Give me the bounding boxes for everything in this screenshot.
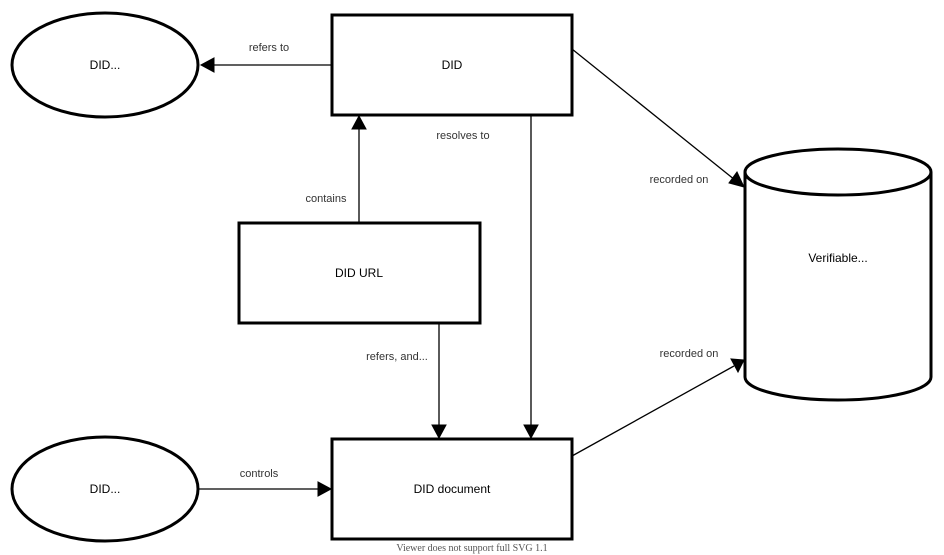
edge-label-recorded-on-did: recorded on [650, 174, 709, 186]
verifiable-registry-node [743, 147, 933, 402]
edge-recorded-on-did [571, 48, 745, 188]
edge-refers-to [199, 57, 331, 73]
did-url-label: DID URL [335, 266, 383, 280]
svg-viewer-warning: Viewer does not support full SVG 1.1 [396, 543, 547, 554]
did-controller-node [10, 435, 200, 543]
did-subject-node [10, 11, 200, 119]
edge-label-resolves-to: resolves to [436, 130, 489, 142]
did-label: DID [442, 58, 463, 72]
edge-refers-and [431, 324, 447, 440]
verifiable-registry-label: Verifiable... [808, 251, 867, 265]
edge-label-recorded-on-doc: recorded on [660, 348, 719, 360]
did-subject-label: DID... [90, 58, 121, 72]
edge-label-refers-to: refers to [249, 42, 289, 54]
did-url-node [237, 221, 482, 325]
edge-label-contains: contains [306, 193, 347, 205]
did-node [330, 13, 574, 117]
edge-label-refers-and: refers, and... [366, 351, 428, 363]
edge-controls [199, 481, 333, 497]
edge-label-controls: controls [240, 468, 279, 480]
did-controller-label: DID... [90, 482, 121, 496]
did-document-label: DID document [414, 482, 491, 496]
edge-recorded-on-doc [571, 358, 745, 457]
edge-resolves-to [523, 116, 539, 440]
edge-contains [351, 114, 367, 222]
did-document-node [330, 437, 574, 541]
